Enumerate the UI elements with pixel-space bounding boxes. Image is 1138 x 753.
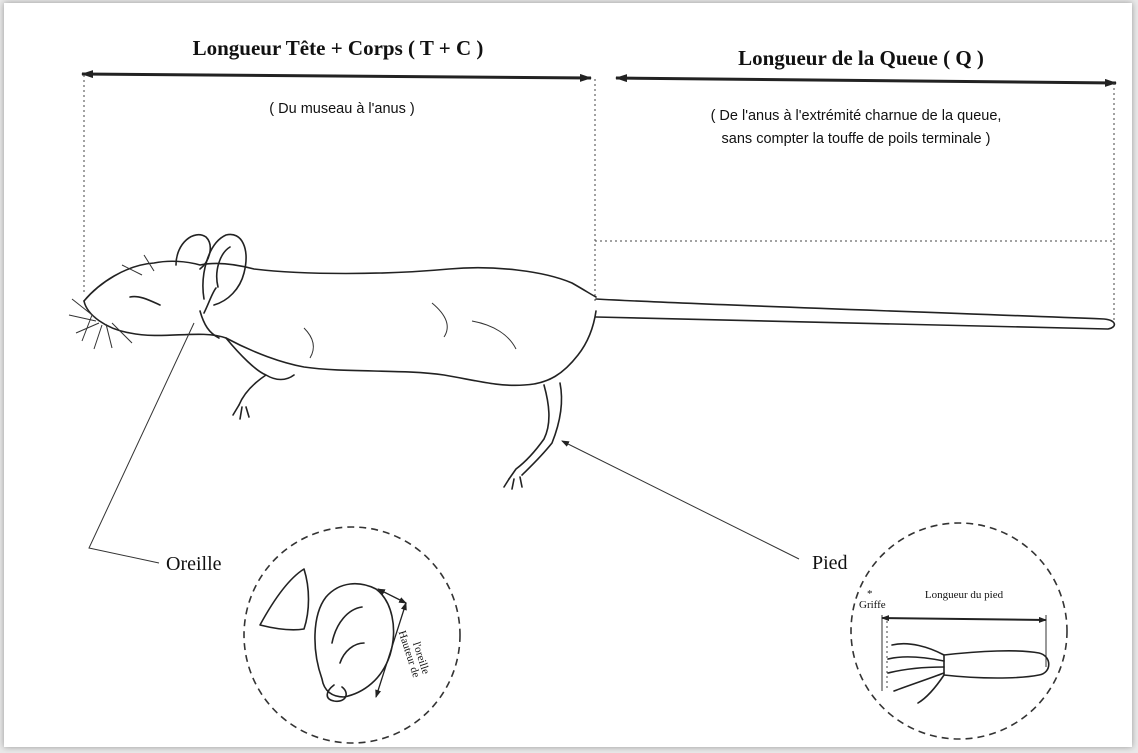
ear-callout-line [89,323,194,563]
ear-detail-inner-lines [327,607,364,701]
ear-detail-circle [244,527,460,743]
rat-front-claws [233,405,249,419]
tail-note-line2: sans compter la touffe de poils terminal… [722,131,991,147]
foot-length-arrow [882,618,1046,620]
foot-label: Pied [812,552,848,574]
head-body-arrow [82,74,591,78]
rat-illustration [69,234,1114,489]
rat-cheek [204,288,216,313]
ear-label: Oreille [166,553,222,575]
rat-fur-mark [304,328,313,358]
tail-arrow [616,78,1116,83]
rat-hind-claws [504,477,522,489]
rodent-measurement-diagram: Longueur Tête + Corps ( T + C ) Longueur… [4,3,1134,751]
ear-detail-back-ear [260,569,309,630]
foot-length-label: Longueur du pied [925,589,1004,601]
ear-detail-inset: Hauteur de l'oreille [244,527,460,743]
rat-eye [130,297,160,305]
rat-hind-leg-back [522,383,562,475]
head-body-note: ( Du museau à l'anus ) [269,101,414,117]
rat-hind-leg [509,385,549,479]
foot-toes [888,644,944,703]
diagram-sheet: Longueur Tête + Corps ( T + C ) Longueur… [4,3,1132,747]
rat-front-leg [226,338,294,405]
foot-detail-circle [851,523,1067,739]
foot-callout-arrow [562,441,799,559]
tail-note-line1: ( De l'anus à l'extrémité charnue de la … [711,108,1002,124]
foot-detail-inset: * Griffe Longueur du pied [851,523,1067,739]
rat-tail [596,299,1114,329]
claw-label: Griffe [859,599,886,611]
head-body-length-title: Longueur Tête + Corps ( T + C ) [193,36,484,60]
rat-ear-inner [217,247,230,287]
foot-heel [944,651,1049,678]
rat-fur-mark [432,303,447,337]
rat-back [84,261,596,301]
rat-fur-mark [472,321,516,349]
tail-length-title: Longueur de la Queue ( Q ) [738,46,984,70]
rat-belly [84,301,596,385]
